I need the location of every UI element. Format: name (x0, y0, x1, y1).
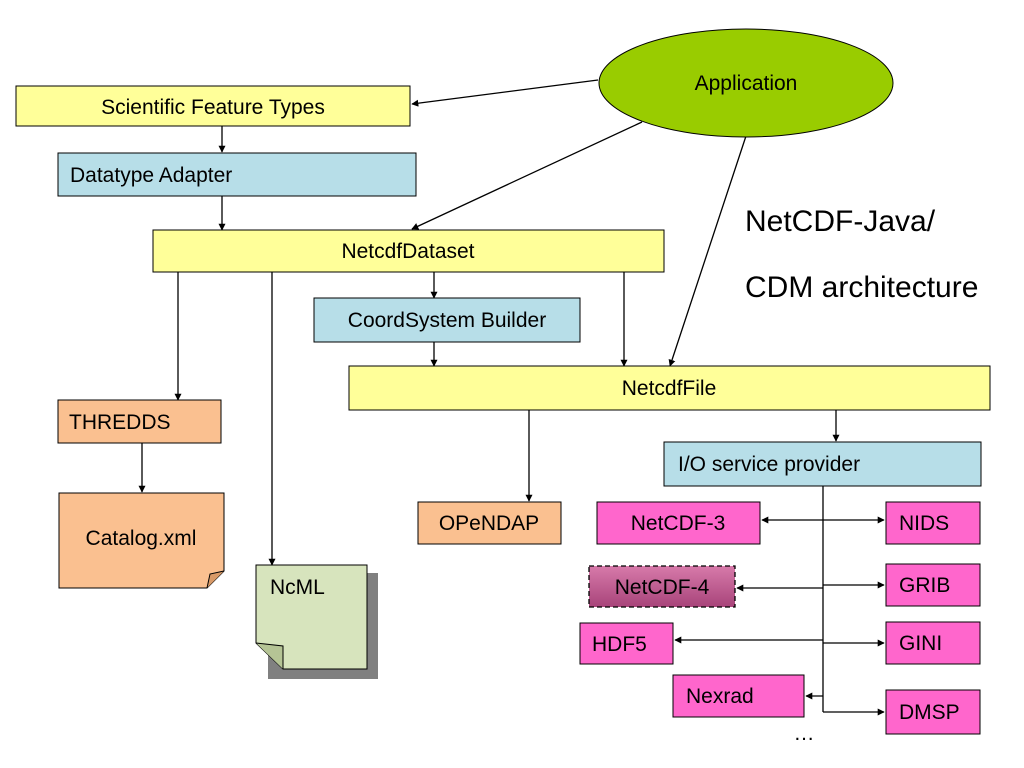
node-datatype-adapter: Datatype Adapter (57, 152, 417, 197)
edge-application-to-netcdf-dataset (411, 121, 643, 230)
node-nids-label: NIDS (899, 512, 949, 535)
folded-corner-document-icon (255, 564, 368, 670)
node-nexrad: Nexrad (672, 674, 805, 718)
node-scientific-feature-types-label: Scientific Feature Types (101, 96, 325, 119)
node-catalog-xml: Catalog.xml (58, 492, 225, 589)
edge-application-to-netcdf-file (668, 135, 747, 367)
node-netcdf3-label: NetCDF-3 (631, 512, 726, 535)
node-netcdf-dataset: NetcdfDataset (152, 229, 665, 273)
document-fold-corner (255, 642, 284, 669)
node-opendap: OPeNDAP (417, 501, 562, 545)
node-netcdf-file: NetcdfFile (348, 365, 991, 411)
node-io-service-provider-label: I/O service provider (678, 453, 860, 476)
node-scientific-feature-types: Scientific Feature Types (15, 85, 411, 127)
node-dmsp-label: DMSP (899, 701, 960, 724)
diagram-title-line1: NetCDF-Java/ (745, 205, 936, 238)
node-datatype-adapter-label: Datatype Adapter (70, 164, 232, 187)
node-ncml-label: NcML (270, 576, 325, 599)
edge-application-to-scientific-feature-types (411, 79, 599, 107)
node-gini: GINI (885, 621, 981, 665)
node-nids: NIDS (885, 501, 981, 545)
node-netcdf-dataset-label: NetcdfDataset (341, 240, 474, 263)
node-catalog-xml-label: Catalog.xml (86, 527, 197, 550)
node-dmsp: DMSP (885, 689, 981, 735)
diagram-title-line2: CDM architecture (745, 271, 978, 304)
node-hdf5: HDF5 (579, 622, 674, 665)
node-opendap-label: OPeNDAP (439, 512, 539, 535)
node-thredds-label: THREDDS (69, 411, 171, 434)
node-io-service-provider: I/O service provider (663, 441, 982, 487)
more-formats-ellipsis: … (794, 722, 815, 745)
node-coordsystem-builder-label: CoordSystem Builder (348, 309, 546, 332)
node-grib: GRIB (885, 563, 981, 607)
node-gini-label: GINI (899, 632, 942, 655)
node-netcdf4: NetCDF-4 (588, 565, 736, 608)
node-ncml: NcML (255, 564, 378, 679)
node-thredds: THREDDS (57, 399, 222, 444)
node-netcdf4-label: NetCDF-4 (615, 576, 710, 599)
node-netcdf-file-label: NetcdfFile (622, 377, 717, 400)
node-hdf5-label: HDF5 (592, 633, 647, 656)
node-netcdf3: NetCDF-3 (596, 501, 761, 545)
node-coordsystem-builder: CoordSystem Builder (313, 297, 581, 343)
node-application-label: Application (695, 72, 798, 95)
node-grib-label: GRIB (899, 574, 950, 597)
node-application: Application (598, 28, 894, 138)
edges (138, 79, 885, 716)
diagram-title: NetCDF-Java/ CDM architecture (745, 205, 978, 304)
document-fold-corner (206, 570, 225, 589)
node-nexrad-label: Nexrad (686, 685, 754, 708)
